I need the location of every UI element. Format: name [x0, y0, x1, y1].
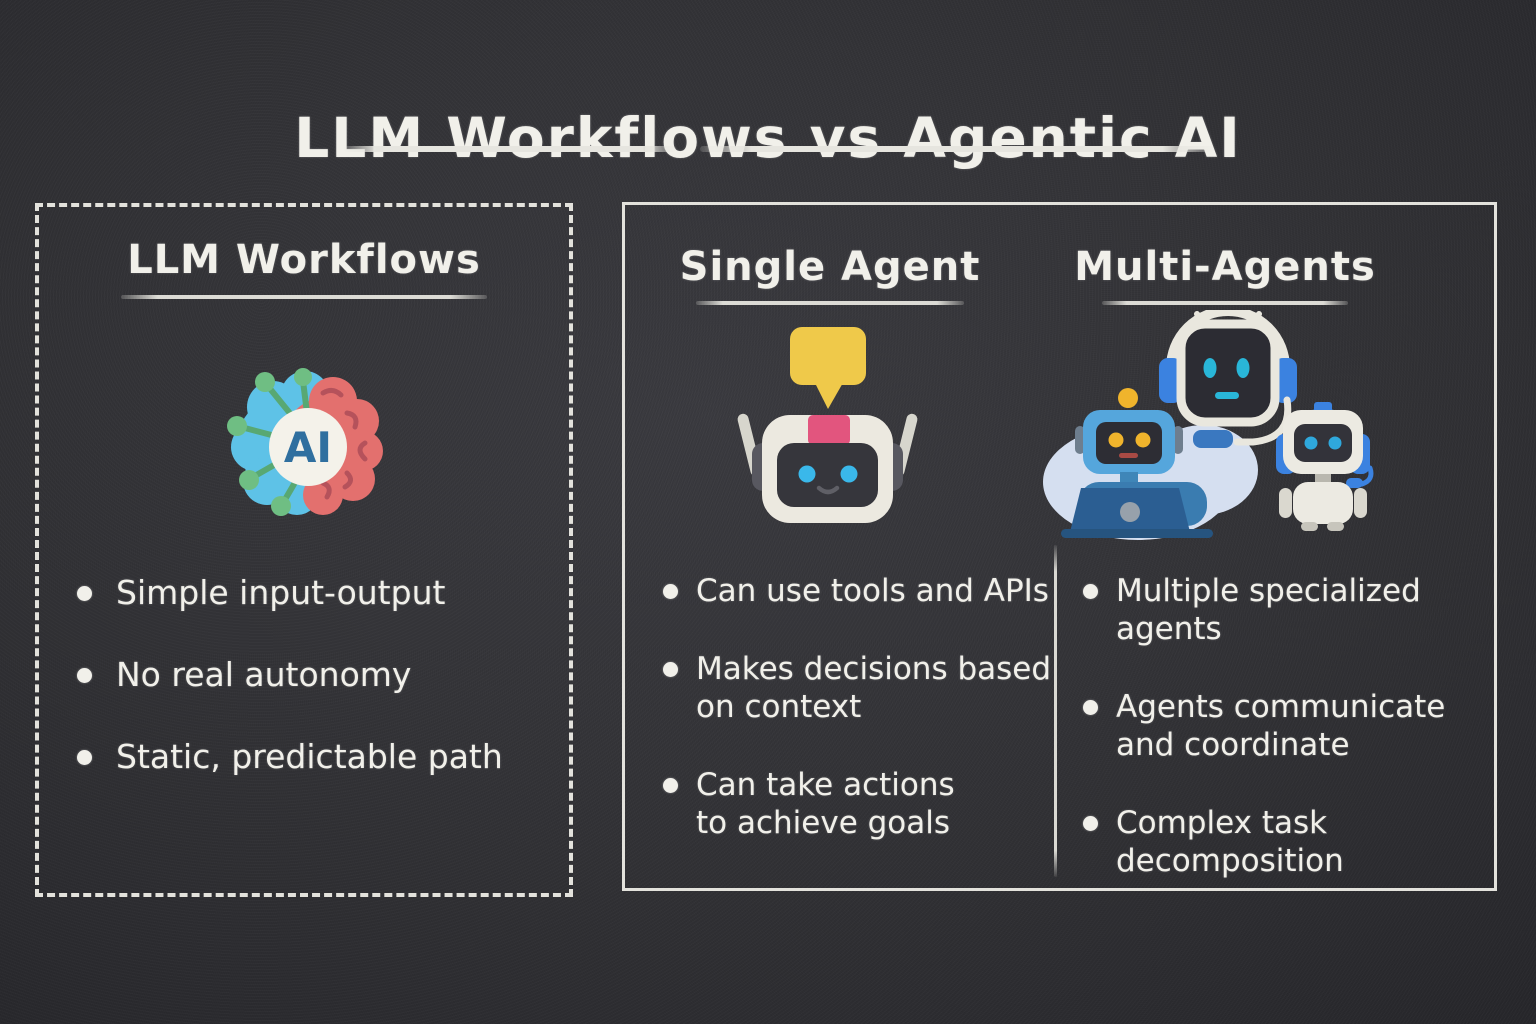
headphone-cup-right [1274, 358, 1297, 403]
robot-smile [816, 485, 840, 495]
laptop-base [1061, 529, 1213, 538]
bullet-text: to achieve goals [696, 805, 951, 841]
bullet-text: Agents communicate [1116, 689, 1446, 725]
headset-robot-icon [1159, 310, 1297, 448]
bullet-dot [77, 750, 92, 765]
ai-badge-circle [269, 408, 347, 486]
bullet-text: Simple input-output [116, 573, 446, 612]
llm-workflows-panel: LLM Workflows [35, 203, 573, 897]
bullet-text: decomposition [1116, 843, 1344, 879]
bullet-text: Complex task [1116, 805, 1328, 841]
bullet-dot [663, 662, 678, 677]
robot-face [777, 443, 878, 507]
agentic-ai-panel: Single Agent Multi-Agents [622, 202, 1497, 891]
robot-mouth [1215, 392, 1239, 399]
robot-mouth [1119, 453, 1138, 458]
bullet-dot [77, 586, 92, 601]
bullet-text: Can use tools and APIs [696, 573, 1049, 609]
bullet-text: No real autonomy [116, 655, 412, 694]
bullet-text: Multiple specialized [1116, 573, 1421, 609]
multi-agents-header: Multi-Agents [1070, 245, 1380, 305]
left-heading-underline [121, 295, 487, 299]
single-agent-header: Single Agent [675, 245, 985, 305]
bullet-dot [663, 584, 678, 599]
robot-eyes [1304, 436, 1342, 450]
bullet-text: agents [1116, 611, 1222, 647]
robot-eyes [798, 465, 858, 483]
robot-face [1096, 422, 1162, 464]
microphone [1193, 430, 1233, 448]
laptop-robot-icon [1061, 388, 1213, 538]
multi-agents-heading: Multi-Agents [1074, 244, 1376, 290]
robot-pink-patch [808, 415, 850, 445]
left-panel-heading: LLM Workflows [127, 237, 481, 283]
headphones-robot-icon [1276, 402, 1374, 531]
mic-boom [1359, 465, 1374, 487]
title-underline-left [344, 146, 676, 152]
ai-brain-icon: AI [227, 368, 383, 516]
list-item: Multiple specialized agents [1083, 572, 1478, 648]
single-agent-heading: Single Agent [679, 244, 981, 290]
list-item: Simple input-output [77, 572, 503, 614]
bullet-text: on context [696, 689, 862, 725]
list-item: No real autonomy [77, 654, 503, 696]
column-divider [1054, 545, 1057, 877]
robot-body [1293, 482, 1353, 524]
chat-robot-icon [737, 327, 918, 523]
robot-feet [1301, 522, 1344, 531]
bullet-dot [1083, 700, 1098, 715]
neural-nodes [227, 368, 312, 516]
list-item: Static, predictable path [77, 736, 503, 778]
headphone-cup-left [1159, 358, 1182, 403]
title-underline-right [700, 146, 1214, 152]
bullet-text: and coordinate [1116, 727, 1350, 763]
bullet-dot [1083, 816, 1098, 831]
bullet-dot [1083, 584, 1098, 599]
robot-head [1176, 319, 1280, 427]
multi-agents-underline [1102, 301, 1348, 305]
list-item: Can take actions to achieve goals [663, 766, 1053, 842]
headphone-band [1166, 310, 1290, 369]
robot-face [1294, 424, 1352, 462]
multi-agents-bullet-list: Multiple specialized agents Agents commu… [1083, 572, 1478, 920]
single-agent-bullet-list: Can use tools and APIs Makes decisions b… [663, 572, 1053, 882]
single-agent-underline [696, 301, 964, 305]
list-item: Agents communicate and coordinate [1083, 688, 1478, 764]
antenna-ball [1118, 388, 1138, 408]
robot-arms [1279, 488, 1367, 518]
bullet-text: Makes decisions based [696, 651, 1052, 687]
bullet-text: Static, predictable path [116, 737, 503, 776]
robot-eyes [1203, 358, 1250, 378]
bullet-text: Can take actions [696, 767, 955, 803]
list-item: Can use tools and APIs [663, 572, 1053, 610]
speech-bubble-icon [790, 327, 866, 409]
bullet-dot [663, 778, 678, 793]
microphone [1346, 478, 1363, 488]
list-item: Complex task decomposition [1083, 804, 1478, 880]
list-item: Makes decisions based on context [663, 650, 1053, 726]
left-panel-bullet-list: Simple input-output No real autonomy Sta… [77, 572, 503, 818]
ai-label: AI [284, 423, 332, 472]
bullet-dot [77, 668, 92, 683]
laptop-logo [1120, 502, 1140, 522]
robot-team-icon [1043, 310, 1374, 540]
robot-ears [1075, 426, 1183, 454]
mic-boom [1233, 396, 1292, 446]
robot-eyes [1108, 432, 1151, 448]
page-title: LLM Workflows vs Agentic AI [294, 105, 1242, 170]
robot-neck [1315, 474, 1331, 484]
